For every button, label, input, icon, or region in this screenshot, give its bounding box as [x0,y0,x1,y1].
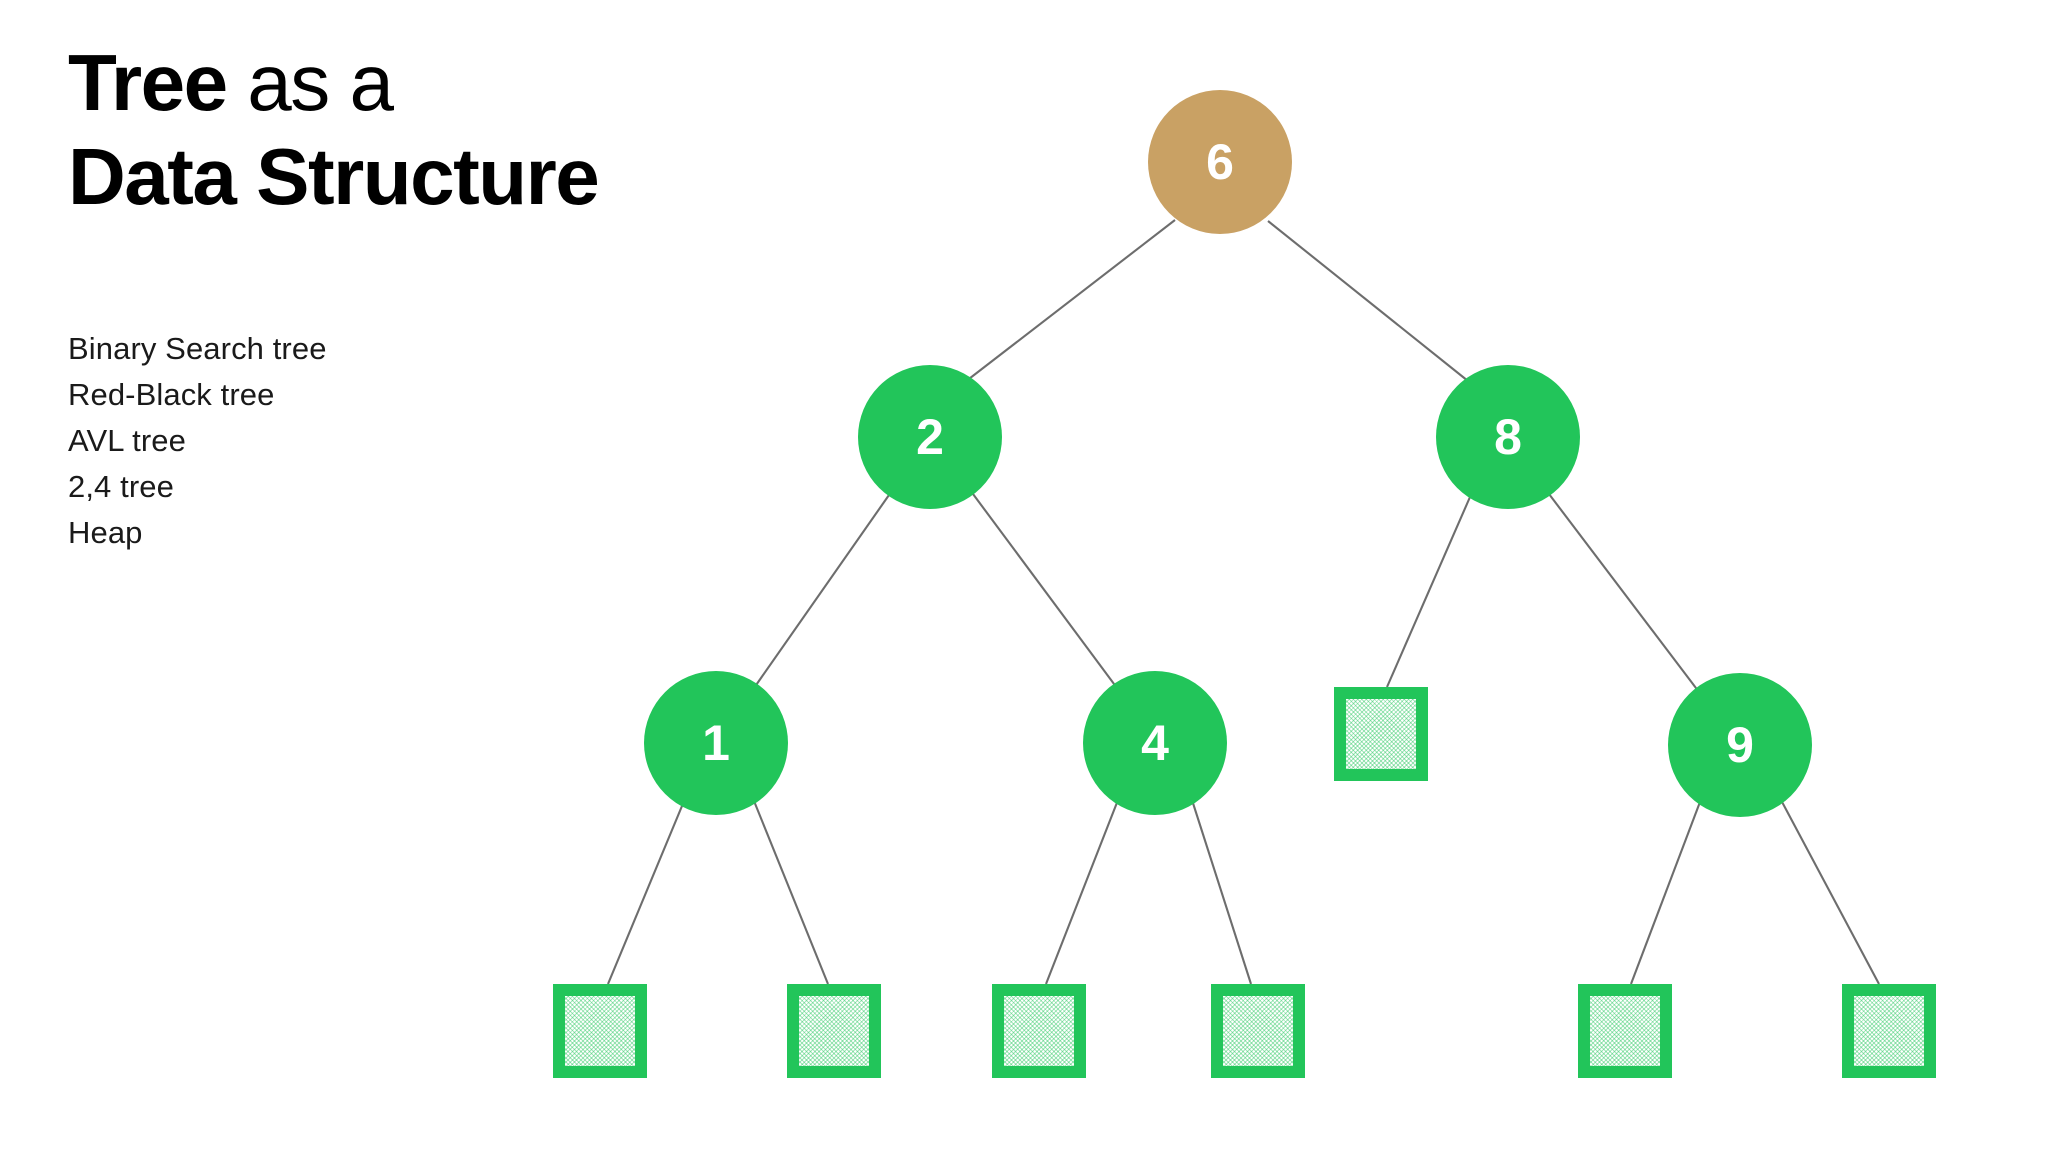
tree-edge [1630,801,1701,985]
tree-node-1[interactable]: 1 [644,671,788,815]
tree-node-label: 6 [1206,134,1234,190]
tree-node-label: 9 [1726,717,1754,773]
tree-leaf-square[interactable] [787,984,881,1078]
page-title: Tree as a Data Structure [68,36,888,225]
title-line-1: Tree as a [68,36,888,130]
title-word-asa: as a [226,38,394,127]
list-item: AVL tree [68,423,186,458]
text-block: Tree as a Data Structure Binary Search t… [68,36,888,550]
tree-edge [753,800,829,985]
tree-edge [1386,496,1471,688]
tree-edge [753,494,890,689]
tree-leaf-square[interactable] [1578,984,1672,1078]
tree-edge [964,219,1176,383]
list-item: 2,4 tree [68,469,174,504]
tree-edge [1267,220,1469,382]
list-item: Red-Black tree [68,377,275,412]
tree-leaf-square[interactable] [1211,984,1305,1078]
tree-edge [1191,799,1252,985]
tree-node-9[interactable]: 9 [1668,673,1812,817]
tree-edge [1548,493,1700,693]
tree-edge [1045,799,1119,985]
tree-node-label: 2 [916,409,944,465]
tree-leaf-square[interactable] [553,984,647,1078]
tree-leaf-square[interactable] [992,984,1086,1078]
tree-edge [1780,799,1880,985]
tree-edge [972,493,1118,689]
tree-edge [607,805,683,985]
tree-node-label: 4 [1141,715,1169,771]
tree-node-8[interactable]: 8 [1436,365,1580,509]
tree-node-2[interactable]: 2 [858,365,1002,509]
title-word-tree: Tree [68,38,228,127]
subtitle-list: Binary Search tree Red-Black tree AVL tr… [68,326,327,556]
tree-leaf-square[interactable] [1334,687,1428,781]
title-word-datastructure: Data Structure [68,132,600,222]
tree-node-4[interactable]: 4 [1083,671,1227,815]
tree-node-6[interactable]: 6 [1148,90,1292,234]
tree-node-label: 8 [1494,409,1522,465]
list-item: Binary Search tree [68,331,327,366]
list-item: Heap [68,515,143,550]
title-line-2: Data Structure [68,130,888,224]
tree-leaf-square[interactable] [1842,984,1936,1078]
tree-node-label: 1 [702,715,730,771]
